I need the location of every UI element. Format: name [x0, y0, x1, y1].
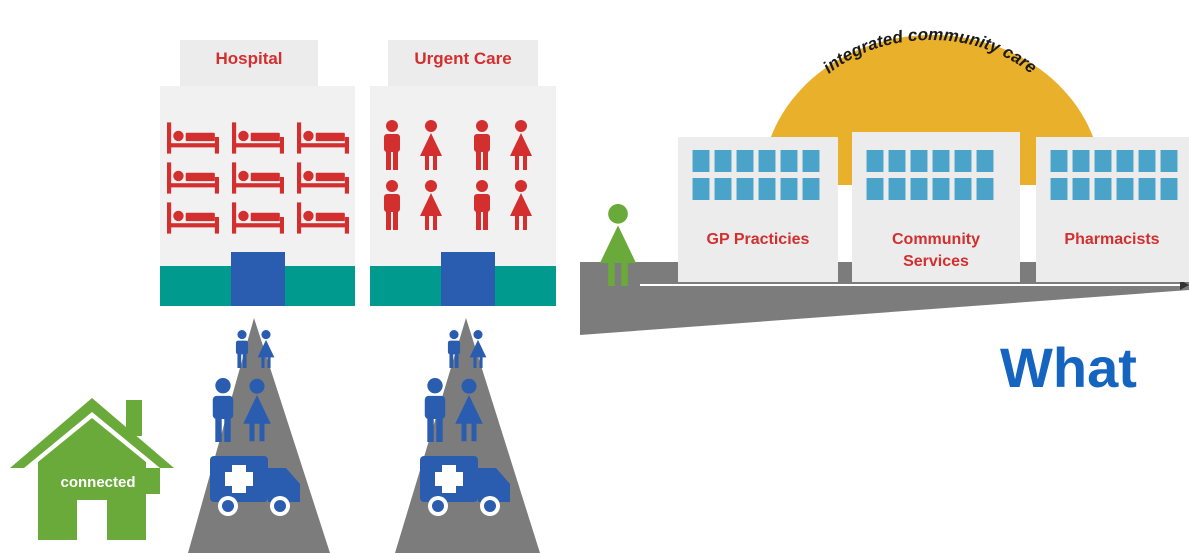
urgent-care-door [441, 252, 495, 306]
gp-practices-label: GP Practicies [707, 231, 810, 248]
connected-home: connected [10, 398, 174, 540]
hospital-door [231, 252, 285, 306]
heading-text: What [1000, 336, 1137, 399]
arrow-icon [1180, 280, 1189, 290]
hospital-road [188, 318, 330, 553]
community-services-label-line1: Community [892, 231, 980, 248]
road-shape [395, 318, 540, 553]
chimney [126, 400, 142, 436]
community-care: integrated community care GP Practicies … [580, 25, 1189, 335]
community-services-label-line2: Services [903, 253, 969, 270]
pharmacists-label: Pharmacists [1064, 231, 1159, 248]
community-services-block: Community Services [852, 132, 1020, 282]
pharmacists-block: Pharmacists [1036, 137, 1189, 282]
urgent-care-label: Urgent Care [414, 49, 511, 68]
hospital-label: Hospital [215, 49, 282, 68]
urgent-care-facade [370, 86, 556, 266]
house-door [77, 500, 107, 540]
urgent-care-building: Urgent Care [370, 40, 556, 306]
road-shape [188, 318, 330, 553]
bed-icons [167, 122, 349, 234]
gp-practices-block: GP Practicies [678, 137, 838, 282]
hospital-building: Hospital [160, 40, 355, 306]
urgent-care-sign [388, 40, 538, 86]
hospital-sign [180, 40, 318, 86]
urgent-care-road [395, 318, 540, 553]
roof-icon [10, 398, 174, 468]
home-label: connected [60, 474, 135, 491]
